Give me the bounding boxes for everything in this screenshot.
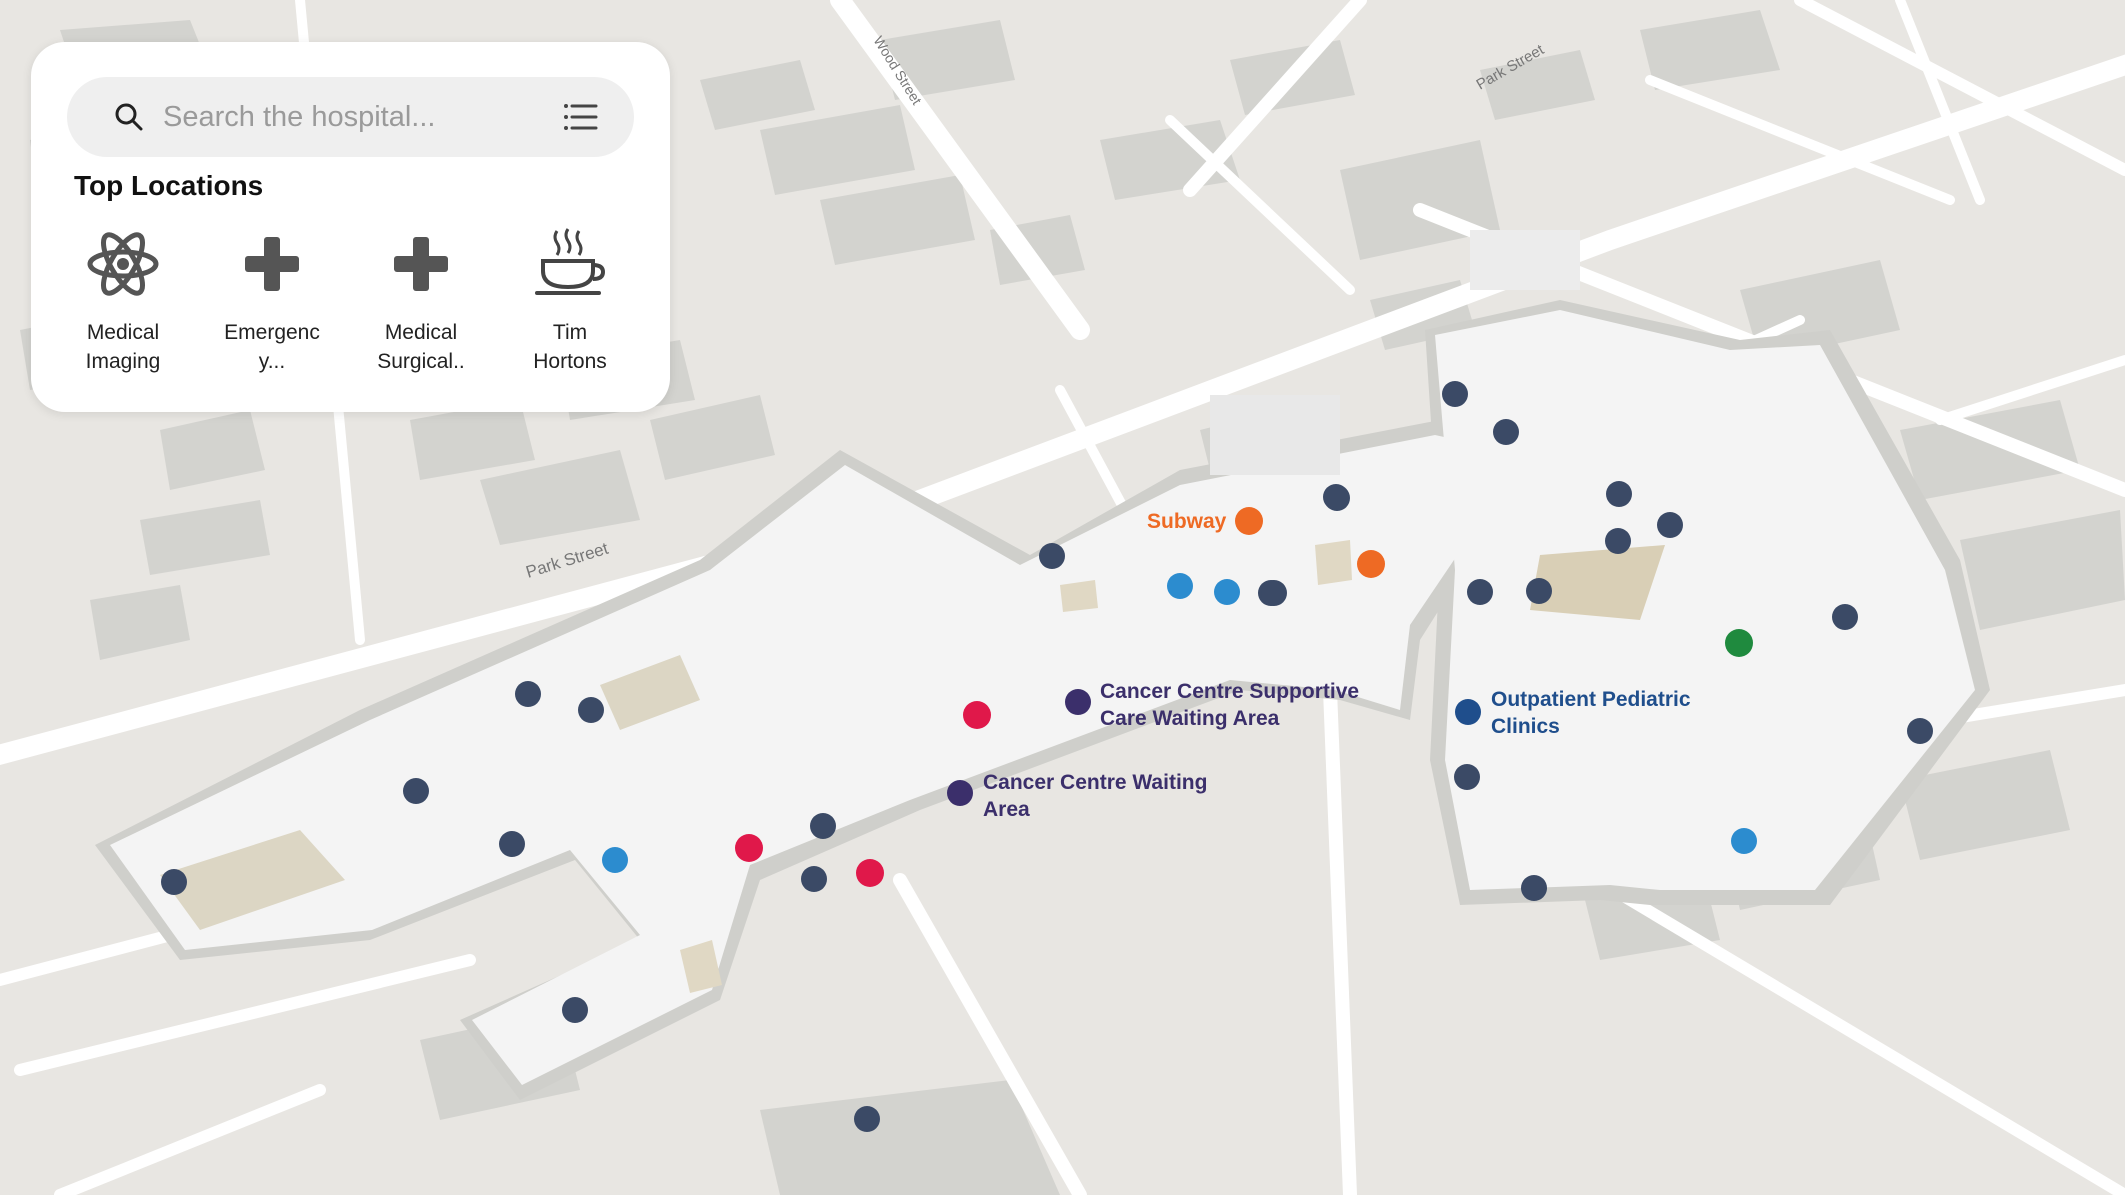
- stairs-marker[interactable]: [578, 697, 604, 723]
- stairs-marker[interactable]: [1521, 875, 1547, 901]
- stairs-marker[interactable]: [1832, 604, 1858, 630]
- clinic-marker[interactable]: [1455, 699, 1481, 725]
- washroom-marker[interactable]: [1214, 579, 1240, 605]
- washroom-markers: [602, 573, 1757, 873]
- stairs-marker[interactable]: [1039, 543, 1065, 569]
- plus-icon: [381, 224, 461, 304]
- washroom-marker[interactable]: [1731, 828, 1757, 854]
- waiting-area-marker[interactable]: [947, 780, 973, 806]
- lab-marker[interactable]: [735, 834, 763, 862]
- search-bar[interactable]: [67, 77, 634, 157]
- heart-marker[interactable]: [1725, 629, 1753, 657]
- elevator-marker[interactable]: [403, 778, 429, 804]
- top-location-tim-hortons[interactable]: Tim Hortons: [500, 224, 640, 376]
- place-label-pediatric-2[interactable]: Clinics: [1491, 715, 1560, 738]
- coffee-icon: [530, 224, 610, 304]
- top-location-label: Emergenc y...: [224, 321, 320, 373]
- top-locations-title: Top Locations: [74, 170, 264, 201]
- washroom-marker[interactable]: [1167, 573, 1193, 599]
- stairs-marker[interactable]: [1323, 484, 1349, 510]
- top-location-label: Medical Surgical..: [377, 321, 465, 373]
- top-locations-panel: Top Locations Medical Imaging Emergenc y…: [31, 42, 670, 412]
- elevator-marker[interactable]: [1467, 579, 1493, 605]
- elevator-marker[interactable]: [1657, 512, 1683, 538]
- stairs-marker[interactable]: [499, 831, 525, 857]
- washroom-marker[interactable]: [602, 847, 628, 873]
- search-input[interactable]: [161, 99, 545, 135]
- place-label-pediatric-1[interactable]: Outpatient Pediatric: [1491, 688, 1691, 711]
- stairs-marker[interactable]: [1454, 764, 1480, 790]
- stairs-marker[interactable]: [1442, 381, 1468, 407]
- stairs-marker[interactable]: [1907, 718, 1933, 744]
- navy-markers: [161, 381, 1933, 1132]
- place-label-subway[interactable]: Subway: [1147, 510, 1227, 533]
- search-icon: [109, 97, 149, 137]
- atom-icon: [83, 224, 163, 304]
- stairs-marker[interactable]: [562, 997, 588, 1023]
- place-label-cancer-waiting-2[interactable]: Area: [983, 798, 1030, 821]
- top-location-label: Medical Imaging: [85, 321, 161, 373]
- list-icon[interactable]: [560, 97, 600, 137]
- stairs-marker[interactable]: [854, 1106, 880, 1132]
- stairs-marker[interactable]: [161, 869, 187, 895]
- restaurant-marker[interactable]: [1235, 507, 1263, 535]
- place-label-cancer-supportive-1[interactable]: Cancer Centre Supportive: [1100, 680, 1359, 703]
- family-marker[interactable]: [856, 859, 884, 887]
- stairs-marker[interactable]: [801, 866, 827, 892]
- info-marker[interactable]: [1261, 580, 1287, 606]
- elevator-marker[interactable]: [1606, 481, 1632, 507]
- top-location-emergency[interactable]: Emergenc y...: [202, 224, 342, 376]
- elevator-marker[interactable]: [1493, 419, 1519, 445]
- plus-icon: [232, 224, 312, 304]
- top-location-medical-imaging[interactable]: Medical Imaging: [53, 224, 193, 376]
- stairs-marker[interactable]: [515, 681, 541, 707]
- coffee-marker[interactable]: [1357, 550, 1385, 578]
- red-markers: [735, 701, 991, 887]
- top-location-label: Tim Hortons: [533, 321, 607, 373]
- top-location-medical-surgical[interactable]: Medical Surgical..: [351, 224, 491, 376]
- waiting-area-marker[interactable]: [1065, 689, 1091, 715]
- place-label-cancer-supportive-2[interactable]: Care Waiting Area: [1100, 707, 1280, 730]
- family-marker[interactable]: [963, 701, 991, 729]
- stairs-marker[interactable]: [1526, 578, 1552, 604]
- elevator-marker[interactable]: [810, 813, 836, 839]
- stairs-marker[interactable]: [1605, 528, 1631, 554]
- place-label-cancer-waiting-1[interactable]: Cancer Centre Waiting: [983, 771, 1207, 794]
